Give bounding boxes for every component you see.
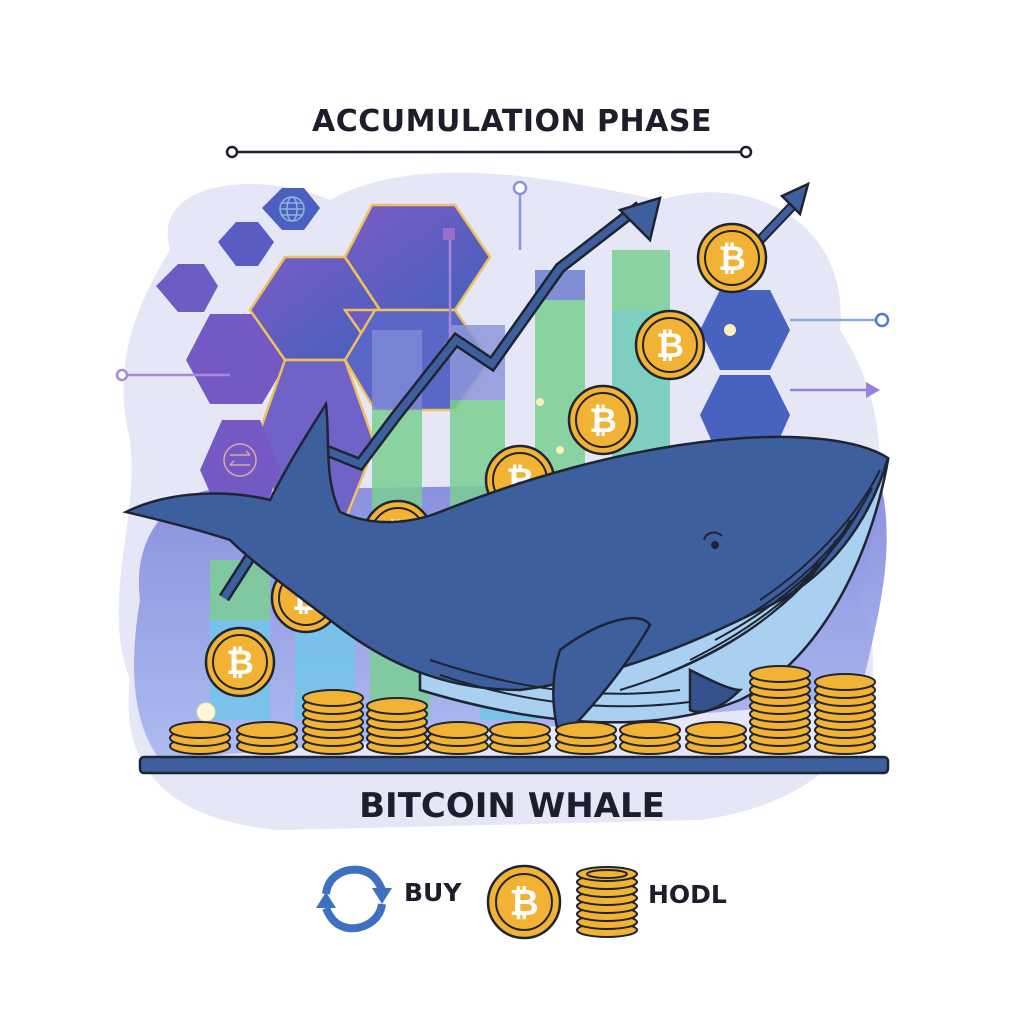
page-title: ACCUMULATION PHASE bbox=[312, 104, 712, 139]
whale-tail-fin bbox=[688, 667, 744, 714]
whale-body bbox=[122, 400, 890, 692]
bitcoin-coin-icon: ₿ bbox=[486, 864, 562, 940]
swap-icon bbox=[223, 443, 257, 477]
coin-stack-icon bbox=[576, 866, 638, 938]
title-divider bbox=[225, 145, 753, 159]
legend: BUY ₿ HODL bbox=[300, 852, 740, 942]
whale-fin bbox=[552, 616, 652, 743]
illustration-caption: BITCOIN WHALE bbox=[359, 786, 665, 826]
legend-label-buy: BUY bbox=[404, 878, 462, 907]
legend-label-hodl: HODL bbox=[648, 880, 727, 909]
connector-lines bbox=[115, 180, 890, 398]
cycle-arrows-icon bbox=[316, 865, 392, 933]
trend-arrowhead-2 bbox=[779, 181, 810, 217]
trend-arrowhead bbox=[617, 196, 662, 243]
globe-icon bbox=[279, 196, 305, 222]
svg-text:₿: ₿ bbox=[509, 883, 538, 924]
base-shelf bbox=[138, 755, 890, 775]
whale-eye bbox=[711, 541, 719, 549]
whale bbox=[122, 400, 890, 743]
